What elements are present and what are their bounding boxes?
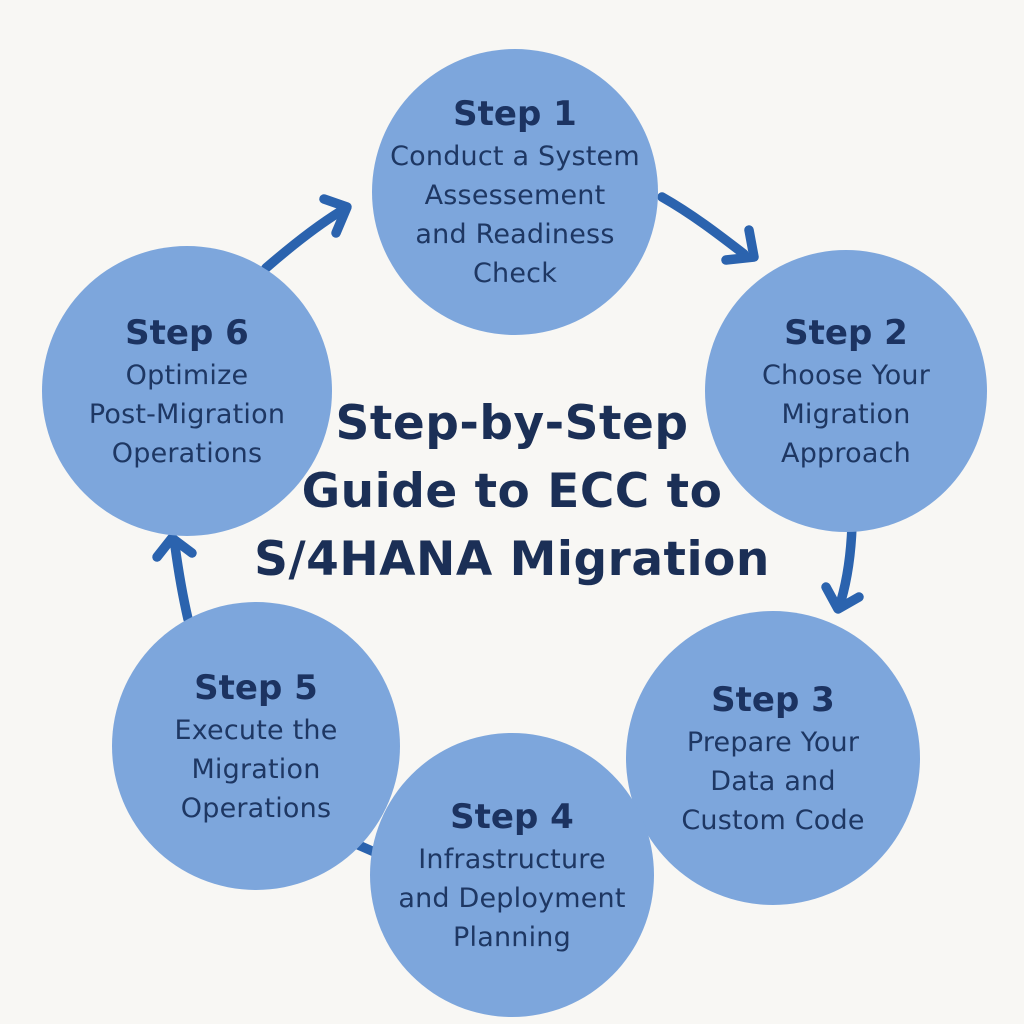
step-6-text-line: Post-Migration xyxy=(88,398,286,430)
step-4-label: Step 4 xyxy=(450,796,574,837)
diagram-title: Step-by-Step Guide to ECC to S/4HANA Mig… xyxy=(254,390,770,594)
step-2-circle: Step 2 Choose Your Migration Approach xyxy=(705,250,987,532)
step-3-label: Step 3 xyxy=(711,679,835,720)
arrow-step2-to-step3 xyxy=(821,521,864,614)
arrow-step5-to-step6 xyxy=(152,533,197,624)
step-6-circle: Step 6 Optimize Post-Migration Operation… xyxy=(42,246,332,536)
arrow-step2-to-step3-head xyxy=(821,582,864,614)
step-5-text-line: Operations xyxy=(180,792,332,824)
arrow-step1-to-step2 xyxy=(657,192,759,265)
diagram-title-line: S/4HANA Migration xyxy=(254,532,770,587)
step-1-text-line: Assessement xyxy=(424,180,606,211)
step-4-text-line: and Deployment xyxy=(398,882,626,914)
diagram-title-line: Guide to ECC to xyxy=(301,464,723,519)
arrow-step6-to-step1 xyxy=(261,194,352,273)
arrow-step5-to-step6-line xyxy=(170,541,193,624)
step-3-text-line: Prepare Your xyxy=(686,726,860,758)
step-5-text-line: Execute the xyxy=(174,714,338,746)
arrow-step1-to-step2-head xyxy=(721,225,759,265)
step-6-text-line: Operations xyxy=(111,437,263,469)
step-3-circle: Step 3 Prepare Your Data and Custom Code xyxy=(626,611,920,905)
step-1-text-line: Check xyxy=(472,258,558,289)
step-5-label: Step 5 xyxy=(194,667,318,708)
arrow-step2-to-step3-line xyxy=(836,521,857,606)
step-1-circle: Step 1 Conduct a System Assessement and … xyxy=(372,49,658,335)
step-2-text-line: Approach xyxy=(781,437,911,469)
arrow-step5-to-step6-head xyxy=(152,533,197,562)
diagram-title-line: Step-by-Step xyxy=(335,396,689,451)
step-1-label: Step 1 xyxy=(453,94,577,134)
step-3-text-line: Custom Code xyxy=(681,804,865,836)
step-2-text-line: Migration xyxy=(781,398,911,430)
step-2-label: Step 2 xyxy=(784,312,908,353)
step-2-text-line: Choose Your xyxy=(761,359,931,391)
step-1-text-line: and Readiness xyxy=(415,219,615,250)
step-4-circle: Step 4 Infrastructure and Deployment Pla… xyxy=(370,733,654,1017)
step-6-label: Step 6 xyxy=(125,312,249,353)
step-1-text-line: Conduct a System xyxy=(390,141,640,172)
step-3-text-line: Data and xyxy=(710,765,836,797)
arrow-step6-to-step1-line xyxy=(261,206,346,273)
arrow-step6-to-step1-head xyxy=(319,194,352,238)
step-5-circle: Step 5 Execute the Migration Operations xyxy=(112,602,400,890)
arrow-step1-to-step2-line xyxy=(657,192,749,259)
step-4-text-line: Planning xyxy=(453,921,571,953)
step-4-text-line: Infrastructure xyxy=(418,843,606,875)
step-6-text-line: Optimize xyxy=(125,359,249,391)
step-5-text-line: Migration xyxy=(191,753,321,785)
